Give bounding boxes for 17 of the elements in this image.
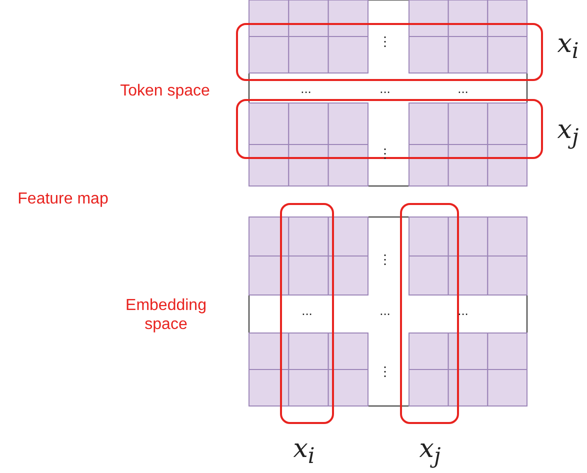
ellipsis: ... xyxy=(380,81,390,97)
text-label: Token space xyxy=(120,81,210,101)
ellipsis: ... xyxy=(300,81,312,97)
ellipsis: ... xyxy=(458,303,468,319)
ellipsis: ... xyxy=(458,81,468,97)
variable-label: x$_{j}$ xyxy=(557,114,579,152)
text-label: Embedding space xyxy=(124,296,208,334)
variable-label: x$_{i}$ xyxy=(293,434,315,470)
ellipsis: ... xyxy=(302,303,312,319)
ellipsis: ⋮ xyxy=(378,34,392,50)
ellipsis: ... xyxy=(380,303,390,319)
ellipsis: ⋮ xyxy=(378,364,392,380)
variable-label: x$_{j}$ xyxy=(419,434,441,470)
ellipsis: ⋮ xyxy=(378,252,392,268)
ellipsis: ⋮ xyxy=(378,146,392,162)
text-label: Feature map xyxy=(18,189,108,209)
variable-label: x$_{i}$ xyxy=(557,28,579,66)
